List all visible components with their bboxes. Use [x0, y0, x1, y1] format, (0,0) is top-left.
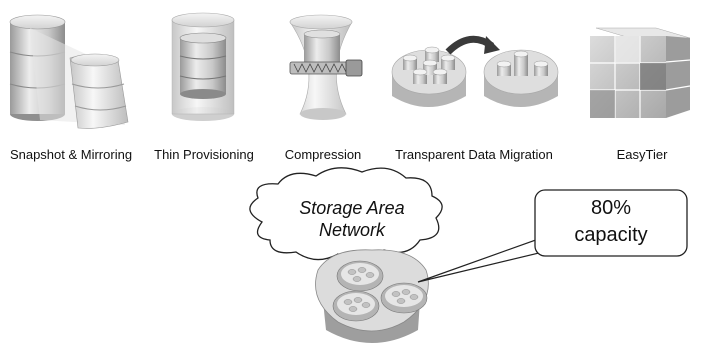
callout-capacity: capacity — [574, 224, 648, 246]
feature-label-thin-provisioning: Thin Provisioning — [154, 147, 254, 162]
callout-box — [534, 189, 688, 257]
feature-label-snapshot-mirroring: Snapshot & Mirroring — [9, 147, 133, 162]
callout-percent: 80% — [590, 197, 632, 219]
storage-pool-icon — [315, 249, 429, 343]
feature-label-compression: Compression — [284, 147, 362, 162]
data-migration-icon — [391, 35, 559, 107]
feature-label-easytier: EasyTier — [616, 147, 668, 162]
cloud-label-line2: Network — [318, 220, 385, 240]
cloud-shape — [249, 167, 443, 261]
snapshot-mirroring-icon — [9, 14, 129, 129]
feature-label-data-migration: Transparent Data Migration — [395, 147, 553, 162]
cloud-label-line1: Storage Area — [299, 198, 405, 218]
compression-icon — [289, 14, 363, 120]
easytier-icon — [590, 27, 691, 118]
thin-provisioning-icon — [171, 12, 235, 121]
